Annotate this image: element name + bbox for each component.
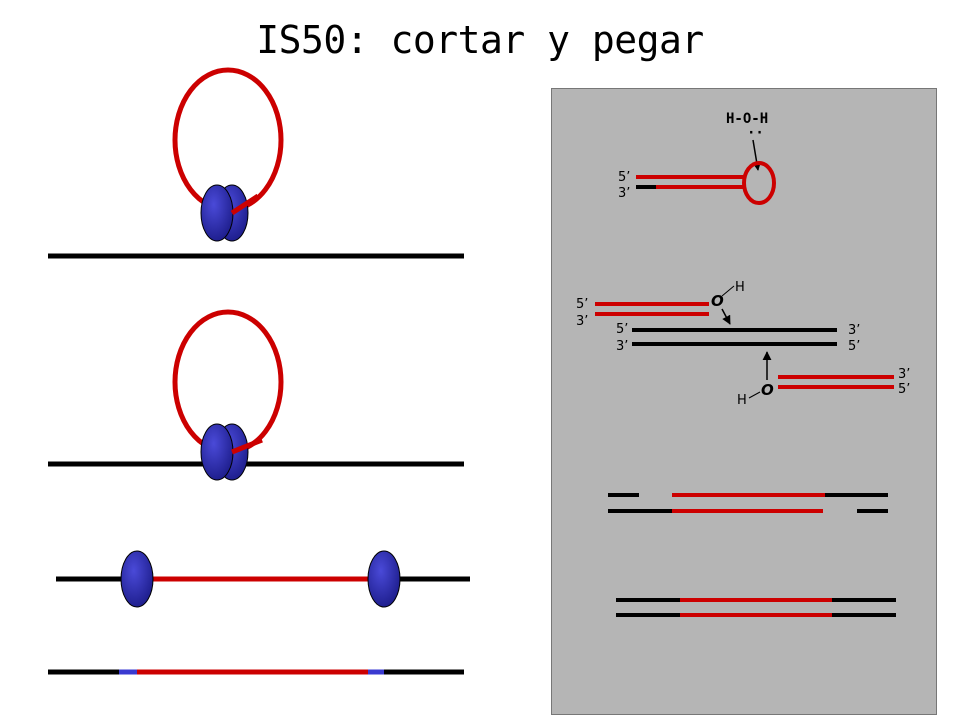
excised-left-top-label: 5’ xyxy=(576,297,588,312)
oh-bond-right xyxy=(748,391,761,399)
water-lone-pair: ·· xyxy=(747,125,764,141)
excised-right-top-label: 3’ xyxy=(898,367,910,382)
water-label: H-O-H xyxy=(726,111,768,127)
repaired-insertion xyxy=(616,598,896,617)
hydrogen-left: H xyxy=(735,280,745,295)
step-1-loop-on-host xyxy=(48,67,464,259)
target-left-bottom-label: 3’ xyxy=(616,339,628,354)
oh-bond-left xyxy=(721,285,735,297)
oxygen-left: O xyxy=(711,292,724,310)
hydrogen-right: H xyxy=(737,393,747,408)
oxygen-right: O xyxy=(761,381,774,399)
target-right-bottom-label: 5’ xyxy=(848,339,860,354)
transposon-end xyxy=(231,437,263,455)
transposase-left xyxy=(120,550,154,608)
transposase-right xyxy=(367,550,401,608)
target-right-top-label: 3’ xyxy=(848,323,860,338)
transposase-front xyxy=(200,184,234,242)
target-left-top-label: 5’ xyxy=(616,322,628,337)
step-2-synaptic-complex xyxy=(48,309,464,481)
excised-left-bottom-label: 3’ xyxy=(576,314,588,329)
attack-arrow-left xyxy=(721,308,731,325)
hairpin-bottom-label: 3’ xyxy=(618,186,630,201)
transposase-front xyxy=(200,423,234,481)
diagram-title: IS50: cortar y pegar xyxy=(256,18,704,62)
hairpin-loop xyxy=(742,161,776,205)
gapped-intermediate xyxy=(608,493,888,513)
transposon-end xyxy=(230,193,260,216)
hairpin-hydrolysis: H-O-H ·· 5’ 3’ xyxy=(618,111,776,205)
excised-right-bottom-label: 5’ xyxy=(898,382,910,397)
hairpin-top-label: 5’ xyxy=(618,170,630,185)
strand-transfer-detail: 5’ 3’ O H 5’ 3’ 3’ 5’ O H 3’ 5’ xyxy=(576,280,910,408)
step-3-strand-transfer xyxy=(56,550,470,608)
